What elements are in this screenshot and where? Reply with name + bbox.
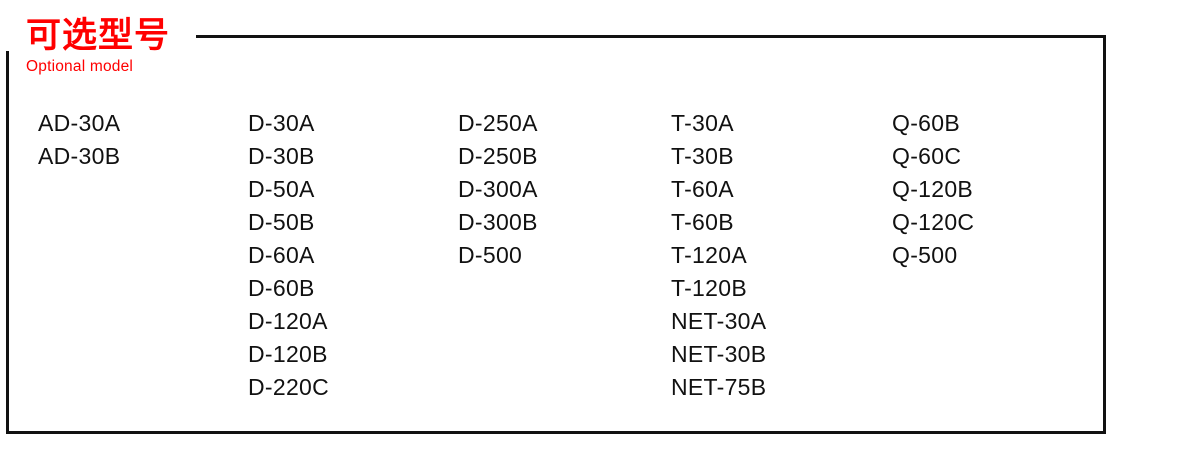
model-column-d-series-high: D-250A D-250B D-300A D-300B D-500 xyxy=(458,107,538,272)
model-item: D-60A xyxy=(248,242,315,268)
model-item: D-220C xyxy=(248,374,330,400)
model-item: D-250A xyxy=(458,110,538,136)
model-column-d-series-low: D-30A D-30B D-50A D-50B D-60A D-60B D-120A D-12… xyxy=(248,107,329,404)
model-item: D-500 xyxy=(458,242,523,268)
model-item: NET-30B xyxy=(671,341,767,367)
model-item: Q-120C xyxy=(892,209,975,235)
model-item: T-120B xyxy=(671,275,747,301)
model-item: T-60A xyxy=(671,176,734,202)
model-item: AD-30A xyxy=(38,110,121,136)
model-column-ad-series: AD-30A AD-30B xyxy=(38,107,120,173)
panel-border-left xyxy=(6,51,9,434)
model-item: D-250B xyxy=(458,143,538,169)
model-item: D-300A xyxy=(458,176,538,202)
panel-border-bottom xyxy=(6,431,1106,434)
model-item: Q-60C xyxy=(892,143,962,169)
model-item: D-50B xyxy=(248,209,315,235)
model-item: D-30A xyxy=(248,110,315,136)
model-item: NET-30A xyxy=(671,308,767,334)
model-item: NET-75B xyxy=(671,374,767,400)
model-item: T-30A xyxy=(671,110,734,136)
model-item: D-60B xyxy=(248,275,315,301)
model-item: AD-30B xyxy=(38,143,121,169)
model-item: D-120B xyxy=(248,341,328,367)
model-item: T-60B xyxy=(671,209,734,235)
panel-title-chinese: 可选型号 xyxy=(26,16,171,56)
model-item: D-120A xyxy=(248,308,328,334)
model-column-q-series: Q-60B Q-60C Q-120B Q-120C Q-500 xyxy=(892,107,974,272)
model-item: T-30B xyxy=(671,143,734,169)
model-item: Q-60B xyxy=(892,110,960,136)
model-item: T-120A xyxy=(671,242,747,268)
model-item: D-50A xyxy=(248,176,315,202)
model-item: Q-500 xyxy=(892,242,958,268)
panel-border-right xyxy=(1103,35,1106,434)
panel-border-top xyxy=(196,35,1106,38)
model-item: Q-120B xyxy=(892,176,974,202)
panel-title-block: 可选型号 Optional model xyxy=(26,16,170,77)
model-item: D-30B xyxy=(248,143,315,169)
panel-title-english: Optional model xyxy=(26,58,134,75)
model-item: D-300B xyxy=(458,209,538,235)
model-column-t-and-net-series: T-30A T-30B T-60A T-60B T-120A T-120B NET-30A N… xyxy=(671,107,766,404)
